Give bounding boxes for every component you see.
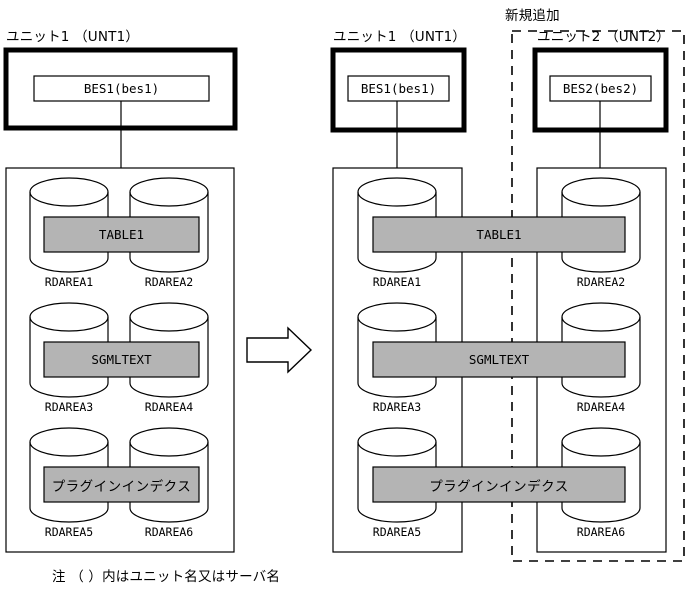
after-object-bar-3 — [372, 466, 626, 503]
after-unit2-title: ユニット2 （UNT2） — [537, 29, 671, 45]
before-rdarea-label-6: RDAREA6 — [144, 525, 194, 539]
after-object-bar-2 — [372, 341, 626, 378]
before-rdarea-label-4: RDAREA4 — [144, 400, 194, 414]
figure-note: 注 （ ）内はユニット名又はサーバ名 — [52, 569, 281, 585]
after-unit2-server-box — [549, 75, 652, 102]
before-unit1-title: ユニット1 （UNT1） — [6, 29, 140, 45]
after-unit1-title: ユニット1 （UNT1） — [333, 29, 467, 45]
after-rdarea-label-2: RDAREA2 — [576, 275, 626, 289]
after-rdarea-label-4: RDAREA4 — [576, 400, 626, 414]
before-unit1-server-box — [33, 75, 210, 102]
after-unit1-server-box — [347, 75, 450, 102]
before-object-bar-2 — [43, 341, 200, 378]
after-object-bar-1 — [372, 216, 626, 253]
after-new-addition-label: 新規追加 — [505, 8, 560, 24]
transition-arrow-icon — [246, 326, 313, 374]
before-rdarea-label-3: RDAREA3 — [44, 400, 94, 414]
before-rdarea-label-5: RDAREA5 — [44, 525, 94, 539]
after-new-addition-dashed-box — [511, 30, 685, 562]
before-rdarea-label-2: RDAREA2 — [144, 275, 194, 289]
after-rdarea-label-1: RDAREA1 — [372, 275, 422, 289]
before-object-bar-3 — [43, 466, 200, 503]
before-object-bar-1 — [43, 216, 200, 253]
after-rdarea-label-3: RDAREA3 — [372, 400, 422, 414]
after-rdarea-label-6: RDAREA6 — [576, 525, 626, 539]
before-rdarea-container — [5, 167, 235, 553]
after-rdarea-label-5: RDAREA5 — [372, 525, 422, 539]
before-rdarea-label-1: RDAREA1 — [44, 275, 94, 289]
